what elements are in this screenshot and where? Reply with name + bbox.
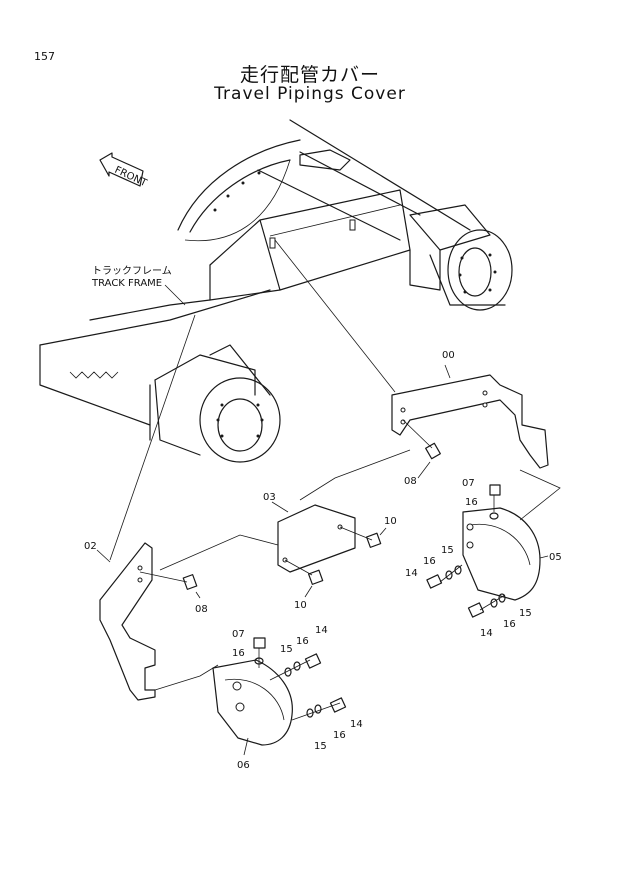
label-part-15-right-b: 15 [519, 608, 532, 619]
bolt-10-lower: 10 [284, 559, 324, 611]
label-part-14-right-a: 14 [405, 568, 418, 579]
label-part-16-lower-a: 16 [232, 648, 245, 659]
track-frame-label-jp: トラックフレーム [92, 265, 172, 277]
label-part-16-right-top: 16 [465, 497, 478, 508]
label-part-10-lower: 10 [294, 600, 307, 611]
fasteners-05-bottom: 14 16 15 [467, 593, 532, 639]
label-part-15-lower-a: 15 [280, 644, 293, 655]
part-05-cover: 05 [462, 507, 562, 601]
label-part-16-right-b: 16 [503, 619, 516, 630]
fasteners-06-bottom: 15 16 14 [291, 697, 363, 752]
label-part-08-upper: 08 [404, 476, 417, 487]
label-part-14-lower-b: 14 [350, 719, 363, 730]
label-part-15-right-a: 15 [441, 545, 454, 556]
title-japanese: 走行配管カバー [239, 64, 380, 86]
label-part-00: 00 [442, 350, 455, 361]
label-part-03: 03 [263, 492, 276, 503]
bolt-08-upper: 08 [402, 419, 441, 487]
part-03-plate: 03 [263, 492, 356, 573]
page-number: 157 [34, 50, 55, 63]
label-part-08-lower: 08 [195, 604, 208, 615]
part-07-right: 07 16 [462, 478, 501, 520]
label-part-07-lower: 07 [232, 629, 245, 640]
label-part-16-lower-c: 16 [333, 730, 346, 741]
part-07-lower: 07 16 [232, 629, 266, 668]
label-part-14-lower-a: 14 [315, 625, 328, 636]
label-part-15-lower-b: 15 [314, 741, 327, 752]
front-arrow: FRONT [99, 152, 149, 190]
label-part-14-right-b: 14 [480, 628, 493, 639]
label-part-02: 02 [84, 541, 97, 552]
track-frame-label-en: TRACK FRAME [91, 278, 162, 289]
front-arrow-label: FRONT [113, 165, 149, 190]
track-frame-drawing: トラックフレーム TRACK FRAME [39, 119, 513, 463]
bolt-08-lower: 08 [139, 571, 208, 615]
title-english: Travel Pipings Cover [214, 84, 406, 104]
fasteners-06-top: 15 16 14 [269, 625, 328, 681]
label-part-16-lower-b: 16 [296, 636, 309, 647]
part-06-cover: 06 [212, 659, 293, 771]
label-part-06: 06 [237, 760, 250, 771]
part-02-bracket: 02 [84, 541, 156, 701]
fasteners-05-left: 15 16 14 [405, 545, 463, 589]
label-part-16-right-a: 16 [423, 556, 436, 567]
label-part-05: 05 [549, 552, 562, 563]
part-00-bracket: 00 [391, 350, 549, 469]
label-part-07-right: 07 [462, 478, 475, 489]
label-part-10-right: 10 [384, 516, 397, 527]
bolt-10-right: 10 [339, 516, 397, 548]
